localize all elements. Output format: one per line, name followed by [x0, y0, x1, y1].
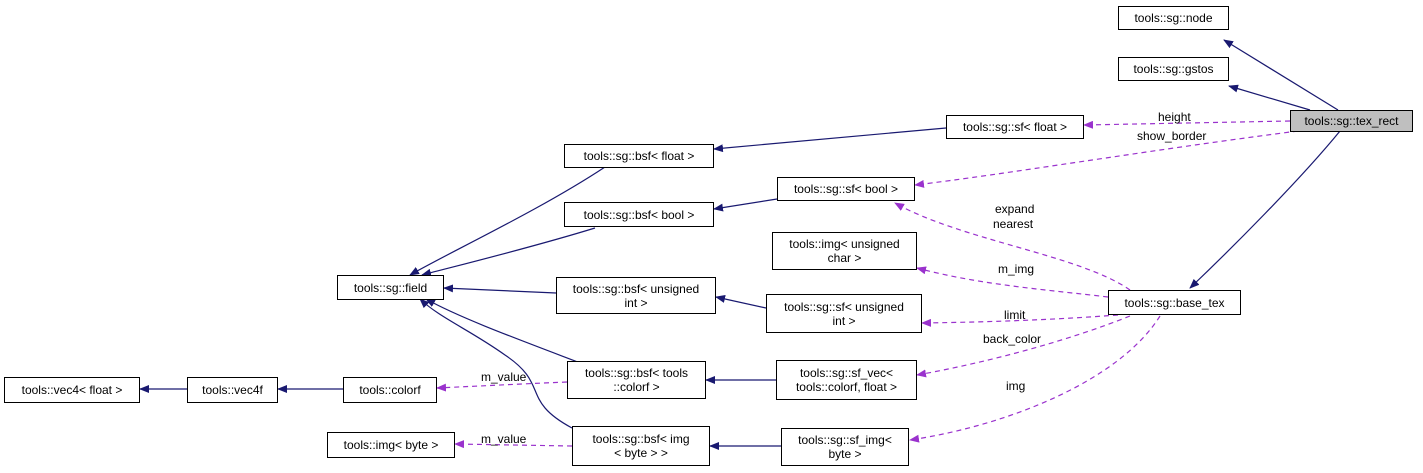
- class-node-bsf-bool[interactable]: tools::sg::bsf< bool >: [564, 202, 714, 227]
- class-node-vec4f[interactable]: tools::vec4f: [187, 377, 278, 403]
- class-node-colorf[interactable]: tools::colorf: [343, 377, 437, 403]
- edge-tex_rect-show_border: [914, 130, 1299, 188]
- edge-label-m-value-img: m_value: [481, 432, 527, 446]
- class-node-tex-rect[interactable]: tools::sg::tex_rect: [1290, 110, 1413, 132]
- edge-label-height: height: [1158, 110, 1191, 124]
- class-node-vec4-float[interactable]: tools::vec4< float >: [4, 377, 140, 403]
- edge-tex_rect-to-base_tex: [1189, 130, 1341, 289]
- class-node-img-unsigned-char[interactable]: tools::img< unsigned char >: [772, 232, 917, 270]
- class-node-gstos[interactable]: tools::sg::gstos: [1118, 57, 1229, 81]
- edge-bsf_bool-to-field: [421, 227, 596, 277]
- class-node-bsf-float[interactable]: tools::sg::bsf< float >: [564, 144, 714, 168]
- edge-bsf_img-to-field: [419, 298, 573, 429]
- edge-tex_rect-to-node: [1223, 39, 1339, 111]
- edge-sf_bool-to-bsf_bool: [713, 198, 778, 212]
- edge-sf_float-to-bsf_float: [713, 127, 947, 153]
- edge-bsf_float-to-field: [409, 166, 606, 276]
- class-node-bsf-img[interactable]: tools::sg::bsf< img < byte > >: [572, 426, 710, 466]
- edge-tex_rect-height: [1083, 120, 1291, 129]
- edge-label-back-color: back_color: [983, 332, 1041, 346]
- edge-bsf_colorf-m_value: [436, 381, 568, 392]
- class-node-sf-bool[interactable]: tools::sg::sf< bool >: [777, 177, 915, 201]
- class-node-base-tex[interactable]: tools::sg::base_tex: [1108, 290, 1241, 315]
- edge-tex_rect-to-gstos: [1228, 84, 1311, 111]
- edge-bsf_uint-to-field: [443, 284, 557, 294]
- edge-base_tex-expand_nearest: [894, 202, 1131, 291]
- edge-sf_uint-to-bsf_uint: [715, 295, 767, 309]
- class-node-bsf-colorf[interactable]: tools::sg::bsf< tools ::colorf >: [567, 361, 706, 399]
- edge-base_tex-m_img: [916, 266, 1109, 298]
- edge-label-m-img: m_img: [998, 262, 1034, 276]
- class-node-sf-float[interactable]: tools::sg::sf< float >: [946, 115, 1084, 139]
- class-node-field[interactable]: tools::sg::field: [337, 275, 444, 300]
- edge-label-m-value-colorf: m_value: [481, 370, 527, 384]
- edge-label-expand: expand: [995, 202, 1034, 216]
- edge-label-show-border: show_border: [1137, 129, 1206, 143]
- class-node-img-byte[interactable]: tools::img< byte >: [327, 432, 455, 458]
- class-node-sf-unsigned-int[interactable]: tools::sg::sf< unsigned int >: [766, 294, 922, 333]
- edge-label-limit: limit: [1004, 308, 1026, 322]
- edge-label-img: img: [1006, 379, 1025, 393]
- class-node-sf-img[interactable]: tools::sg::sf_img< byte >: [781, 428, 909, 466]
- class-node-node[interactable]: tools::sg::node: [1118, 6, 1229, 30]
- edge-base_tex-back_color: [916, 315, 1131, 378]
- edge-bsf_colorf-to-field: [425, 298, 584, 365]
- edge-base_tex-img: [909, 315, 1161, 443]
- edge-bsf_img-m_value: [454, 440, 573, 449]
- class-node-bsf-unsigned-int[interactable]: tools::sg::bsf< unsigned int >: [556, 277, 716, 314]
- edge-label-nearest: nearest: [993, 217, 1034, 231]
- edge-base_tex-limit: [921, 314, 1119, 327]
- class-node-sf-vec[interactable]: tools::sg::sf_vec< tools::colorf, float …: [776, 360, 917, 400]
